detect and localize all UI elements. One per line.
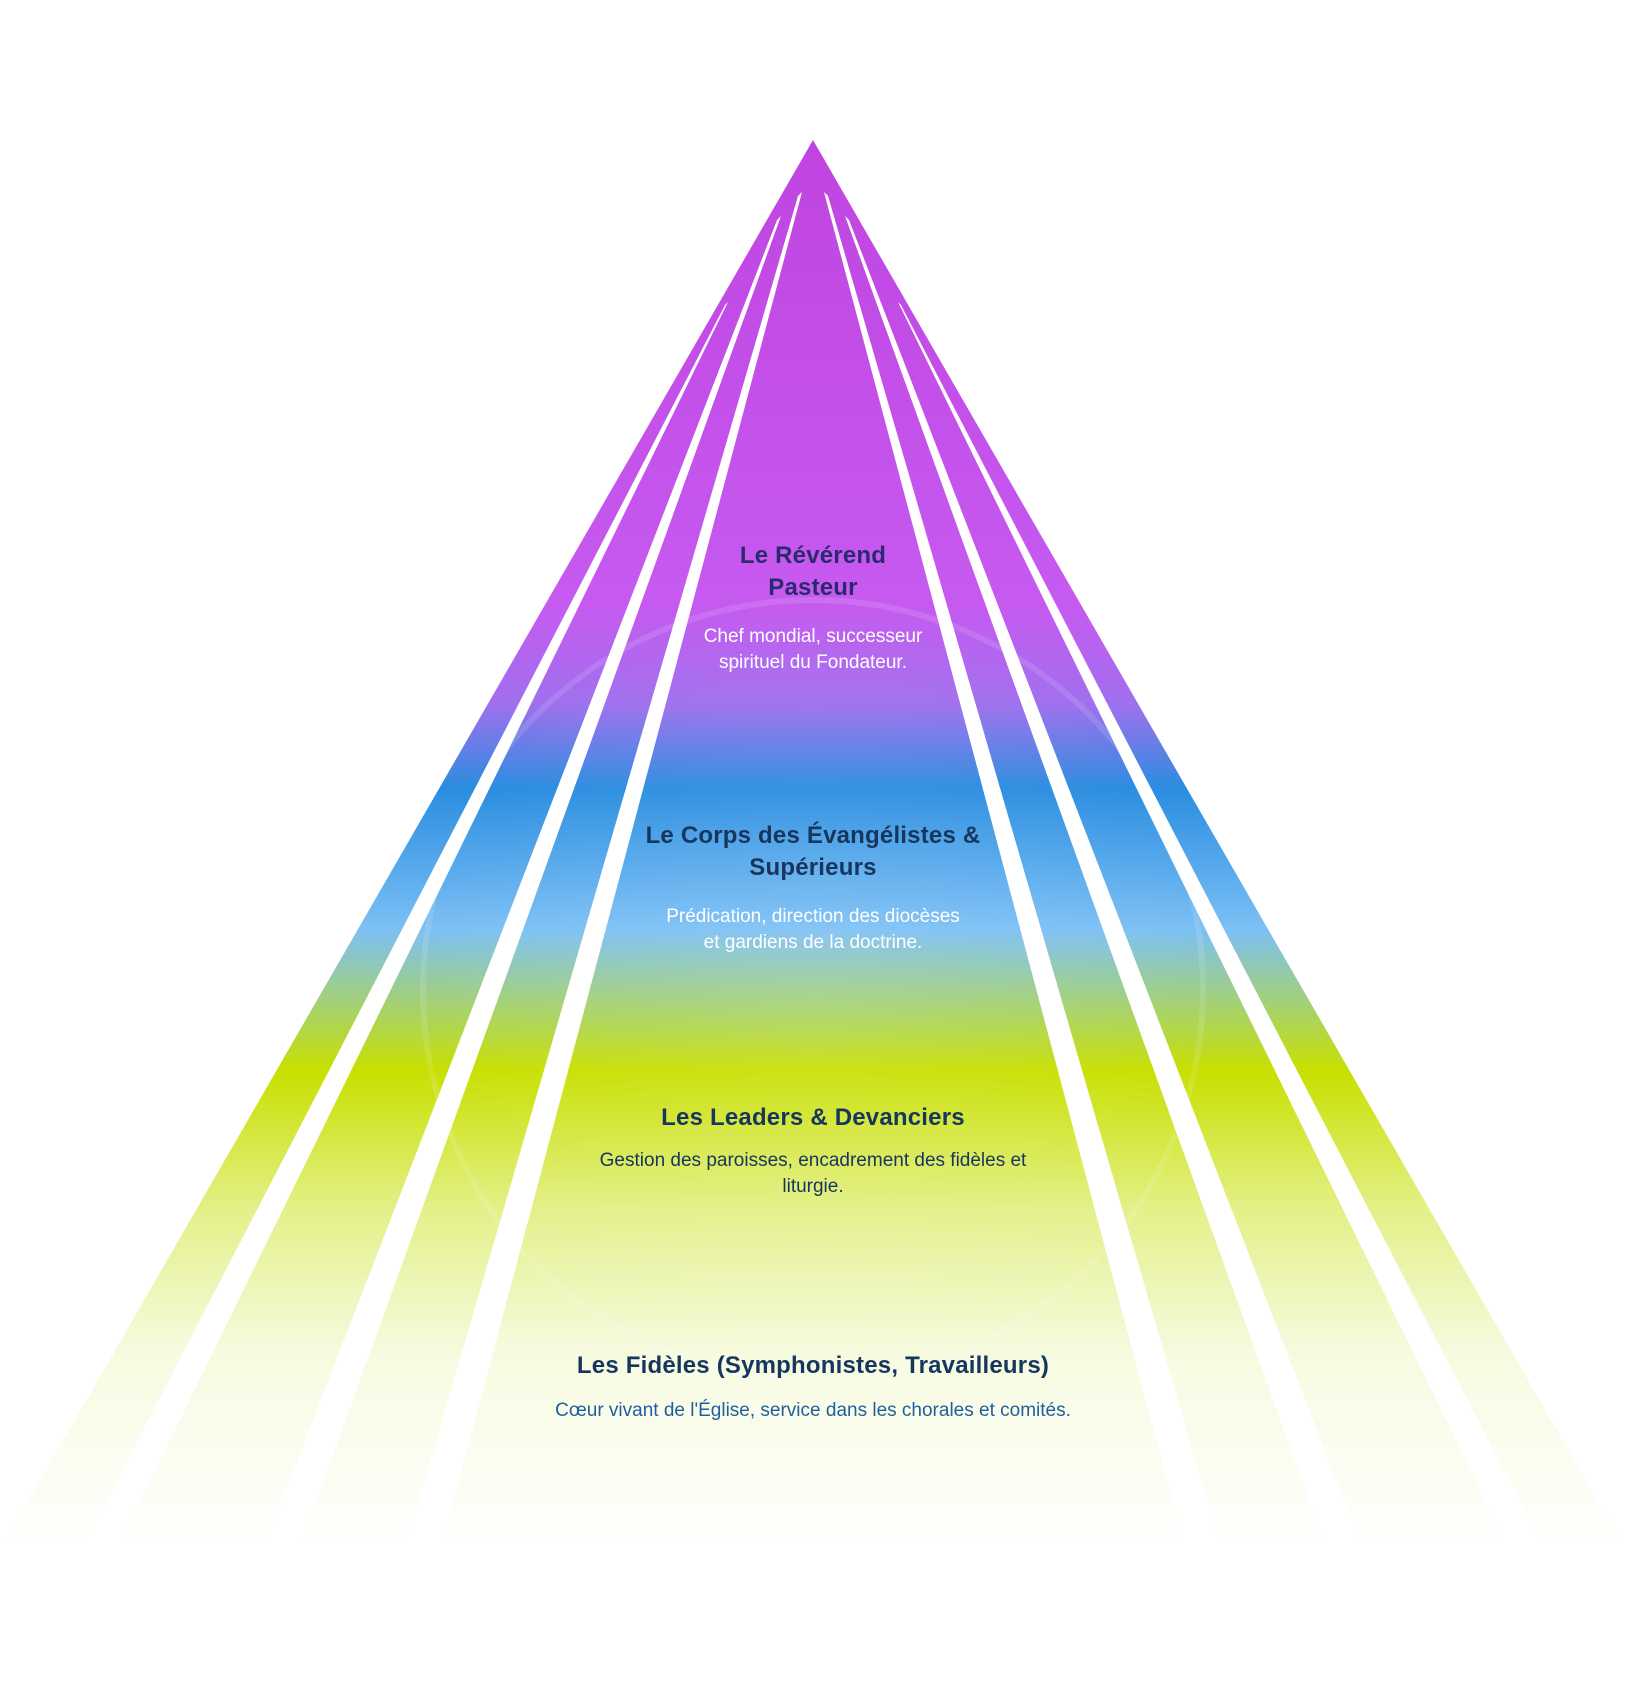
tier-description: Gestion des paroisses, encadrement des f… <box>599 1150 1027 1197</box>
tier-title: Les Leaders & Devanciers <box>661 1104 965 1131</box>
divider-right-outer <box>898 302 1546 1552</box>
divider-left-middle <box>262 216 781 1552</box>
pyramid-dividers <box>80 192 1546 1552</box>
divider-right-inner <box>824 192 1222 1552</box>
tier-evangelistes-superieurs: Le Corps des Évangélistes & Supérieurs P… <box>413 820 1213 956</box>
divider-left-outer <box>80 302 728 1552</box>
divider-right-middle <box>845 216 1364 1552</box>
divider-left-inner <box>404 192 802 1552</box>
tier-description: Prédication, direction des diocèses et g… <box>666 906 960 953</box>
tier-fideles: Les Fidèles (Symphonistes, Travailleurs)… <box>413 1350 1213 1424</box>
seal-watermark <box>420 597 1206 1383</box>
tier-title: Le Corps des Évangélistes & Supérieurs <box>645 822 981 881</box>
tier-description: Chef mondial, successeur spirituel du Fo… <box>703 626 923 673</box>
tier-leaders-devanciers: Les Leaders & Devanciers Gestion des par… <box>413 1102 1213 1200</box>
tier-title: Les Fidèles (Symphonistes, Travailleurs) <box>576 1352 1050 1379</box>
tier-title: Le Révérend Pasteur <box>739 542 887 601</box>
tier-reverend-pasteur: Le Révérend Pasteur Chef mondial, succes… <box>413 540 1213 676</box>
tier-description: Cœur vivant de l'Église, service dans le… <box>555 1400 1071 1421</box>
